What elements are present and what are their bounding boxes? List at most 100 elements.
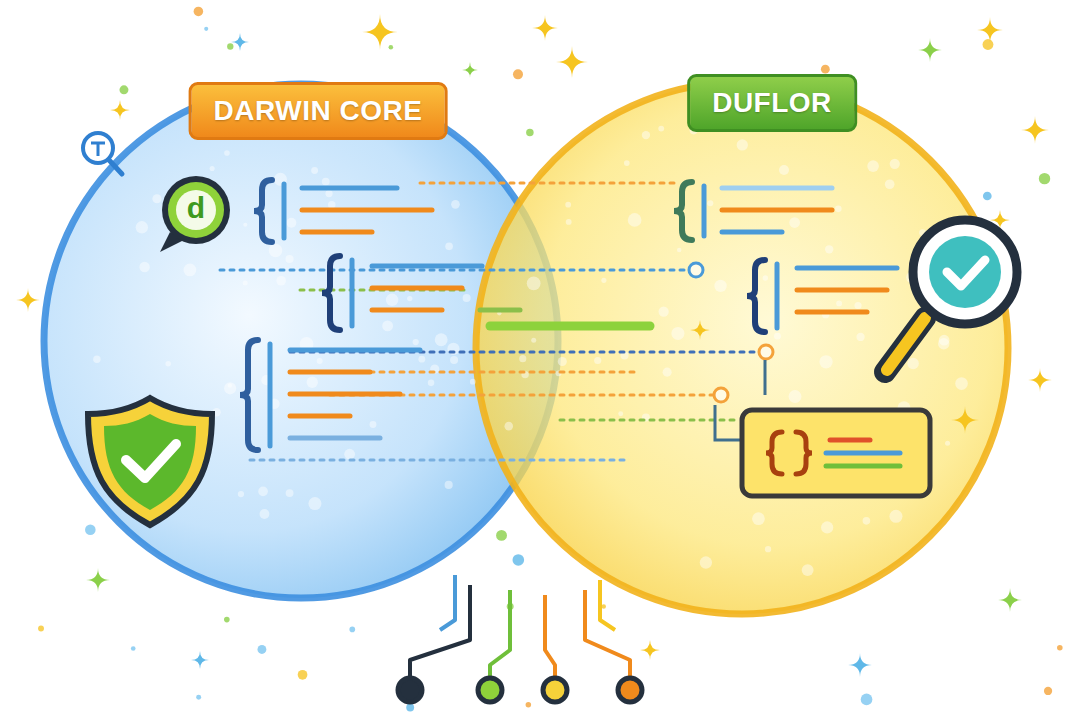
confetti-dot	[85, 524, 96, 535]
leader-line	[764, 360, 767, 395]
bubble-texture	[802, 564, 814, 576]
bubble-texture	[835, 206, 842, 213]
confetti-dot	[349, 627, 355, 633]
bubble-texture	[325, 190, 332, 197]
bubble-texture	[136, 221, 148, 233]
circuit-wire	[440, 575, 455, 630]
bubble-texture	[238, 491, 244, 497]
duflor-circle: DUFLOR	[470, 76, 1014, 620]
bubble-texture	[836, 300, 842, 306]
confetti-dot	[194, 7, 204, 17]
sparkle	[231, 33, 249, 51]
line-end-dot	[714, 388, 728, 402]
confetti-dot	[38, 626, 44, 632]
code-block	[254, 180, 432, 242]
sparkle	[640, 640, 660, 660]
bubble-texture	[789, 390, 802, 403]
magnifier-icon	[885, 220, 1017, 372]
bubble-texture	[821, 521, 833, 533]
bubble-texture	[435, 333, 448, 346]
code-block	[240, 340, 420, 450]
bubble-texture	[269, 244, 283, 258]
dotted-mapping-line	[220, 269, 690, 272]
sparkle	[1021, 116, 1049, 144]
code-block	[747, 260, 897, 332]
circle-title-badge: DUFLOR	[687, 74, 857, 132]
bubble-texture	[779, 165, 789, 175]
sparkle	[556, 46, 588, 78]
bubble-texture	[867, 160, 879, 172]
dotted-mapping-line	[250, 459, 630, 462]
bubble-texture	[328, 201, 336, 209]
shield-icon	[88, 398, 212, 525]
bubble-texture	[890, 159, 900, 169]
bubble-texture	[450, 356, 458, 364]
bubble-texture	[737, 139, 748, 150]
bubble-texture	[765, 546, 771, 552]
bubble-texture	[885, 179, 895, 189]
bubble-texture	[677, 248, 682, 253]
bubble-texture	[165, 361, 171, 367]
sparkle	[977, 17, 1003, 43]
sparkle	[918, 38, 942, 62]
confetti-dot	[861, 694, 873, 706]
sparkle	[362, 14, 398, 50]
bubble-texture	[945, 441, 950, 446]
bubble-texture	[445, 242, 453, 250]
bubble-texture	[774, 333, 781, 340]
bubble-texture	[470, 379, 476, 385]
json-card	[742, 410, 930, 496]
bubble-texture	[752, 512, 765, 525]
bubble-texture	[531, 338, 536, 343]
bubble-texture	[184, 264, 197, 277]
bubble-texture	[907, 358, 918, 369]
bubble-texture	[955, 377, 968, 390]
confetti-dot	[224, 617, 230, 623]
circle-outline	[470, 76, 1014, 620]
bubble-texture	[268, 112, 274, 118]
sparkle	[690, 320, 710, 340]
confetti-dot	[227, 43, 233, 49]
bubble-texture	[707, 200, 713, 206]
logo-letter: d	[187, 193, 205, 223]
dotted-mapping-line	[420, 182, 680, 185]
bubble-texture	[463, 294, 471, 302]
bubble-texture	[139, 262, 149, 272]
bubble-texture	[317, 358, 323, 364]
bubble-texture	[594, 357, 601, 364]
sparkle	[951, 406, 979, 434]
bubble-texture	[825, 245, 833, 253]
bubble-texture	[445, 481, 453, 489]
confetti-dot	[512, 554, 524, 566]
bubble-texture	[224, 382, 236, 394]
bubble-texture	[386, 294, 399, 307]
bubble-texture	[344, 449, 355, 460]
bubble-texture	[152, 194, 161, 203]
sparkle	[86, 568, 110, 592]
bubble-texture	[663, 368, 672, 377]
sparkle	[1028, 368, 1052, 392]
sparkle	[462, 62, 478, 78]
bubble-texture	[558, 357, 567, 366]
bubble-texture	[939, 335, 950, 346]
bubble-texture	[504, 422, 513, 431]
confetti-dot	[131, 646, 136, 651]
bubble-texture	[658, 307, 668, 317]
bubble-texture	[210, 166, 215, 171]
bubble-texture	[628, 213, 642, 227]
bubble-texture	[93, 356, 100, 363]
bubble-texture	[407, 296, 412, 301]
dotted-mapping-line	[560, 419, 740, 422]
bubble-texture	[311, 167, 318, 174]
bubble-texture	[258, 487, 268, 497]
confetti-dot	[526, 702, 532, 708]
confetti-dot	[389, 45, 394, 50]
bubble-texture	[276, 276, 286, 286]
bubble-texture	[790, 112, 803, 125]
confetti-dot	[983, 192, 992, 201]
bubble-texture	[322, 178, 330, 186]
confetti-dot	[257, 645, 266, 654]
bubble-texture	[224, 150, 230, 156]
sparkle	[532, 15, 558, 41]
